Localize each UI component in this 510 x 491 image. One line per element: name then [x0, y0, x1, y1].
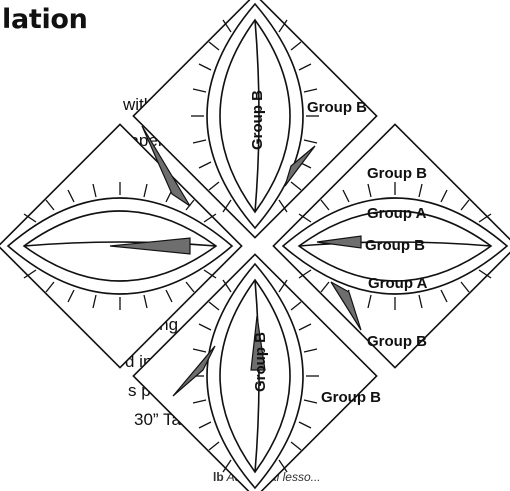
label-right-a1: Group A: [367, 205, 427, 222]
footnote-bold: lb: [213, 470, 224, 484]
label-bottom-vertical: Group B: [252, 332, 269, 392]
label-right-a2: Group A: [368, 275, 428, 292]
bottom-block: [132, 253, 378, 491]
label-right-b-center: Group B: [365, 237, 425, 254]
label-bottom-right: Group B: [321, 389, 381, 406]
label-right-b1: Group B: [367, 165, 427, 182]
label-top-right: Group B: [307, 99, 367, 116]
page-title: lation: [2, 4, 88, 35]
label-right-b2: Group B: [367, 333, 427, 350]
label-top-vertical: Group B: [249, 90, 266, 150]
left-block: [0, 123, 243, 369]
right-block: [272, 123, 510, 369]
top-block: [132, 0, 378, 239]
